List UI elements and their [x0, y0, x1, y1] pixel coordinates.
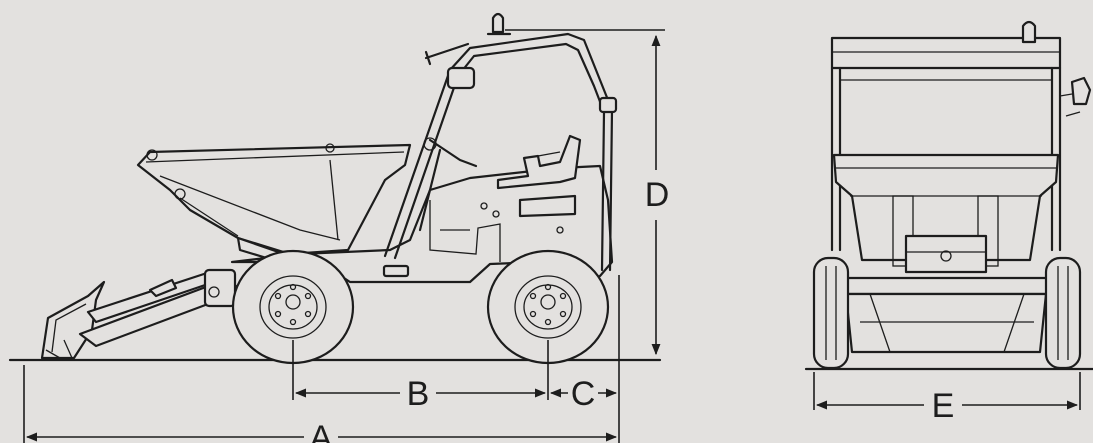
front-view: E: [804, 20, 1093, 425]
front-view-left-wheel: [812, 256, 850, 370]
dumper-skip: [136, 143, 412, 270]
operator-seat: [496, 134, 582, 218]
dimension-lines-side: [23, 29, 665, 443]
dimension-label-c: C: [571, 375, 596, 413]
front-bucket-attachment: [40, 268, 242, 360]
front-rollover-frame: [830, 20, 1092, 252]
front-view-right-wheel: [1044, 256, 1082, 370]
dimension-label-a: A: [310, 419, 333, 443]
front-chassis: [832, 276, 1062, 354]
rear-wheel: [486, 249, 610, 365]
dimension-label-b: B: [407, 375, 430, 413]
side-view: A B C D: [8, 12, 670, 443]
dimension-label-e: E: [932, 387, 955, 425]
dimension-lines-front: [813, 372, 1081, 410]
front-skip: [832, 153, 1060, 274]
dimension-label-d: D: [645, 176, 670, 214]
rollover-frame: [383, 12, 618, 272]
